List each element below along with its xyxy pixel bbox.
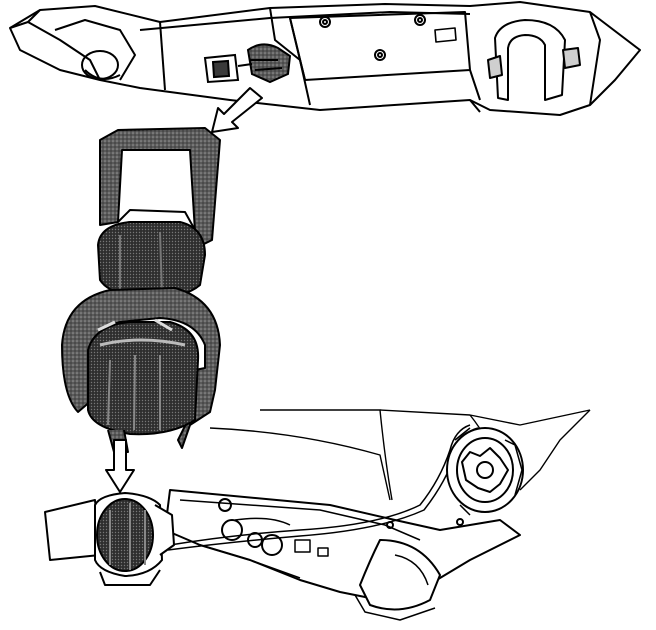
assembly-arrow-upper — [211, 87, 263, 133]
upper-housing-panel — [9, 1, 641, 116]
cylinder-socket — [94, 492, 175, 586]
latch-clip — [203, 43, 292, 84]
gear-connector — [446, 427, 524, 516]
rotary-bracket-assembly — [61, 127, 221, 453]
assembly-arrow-lower — [105, 439, 135, 493]
